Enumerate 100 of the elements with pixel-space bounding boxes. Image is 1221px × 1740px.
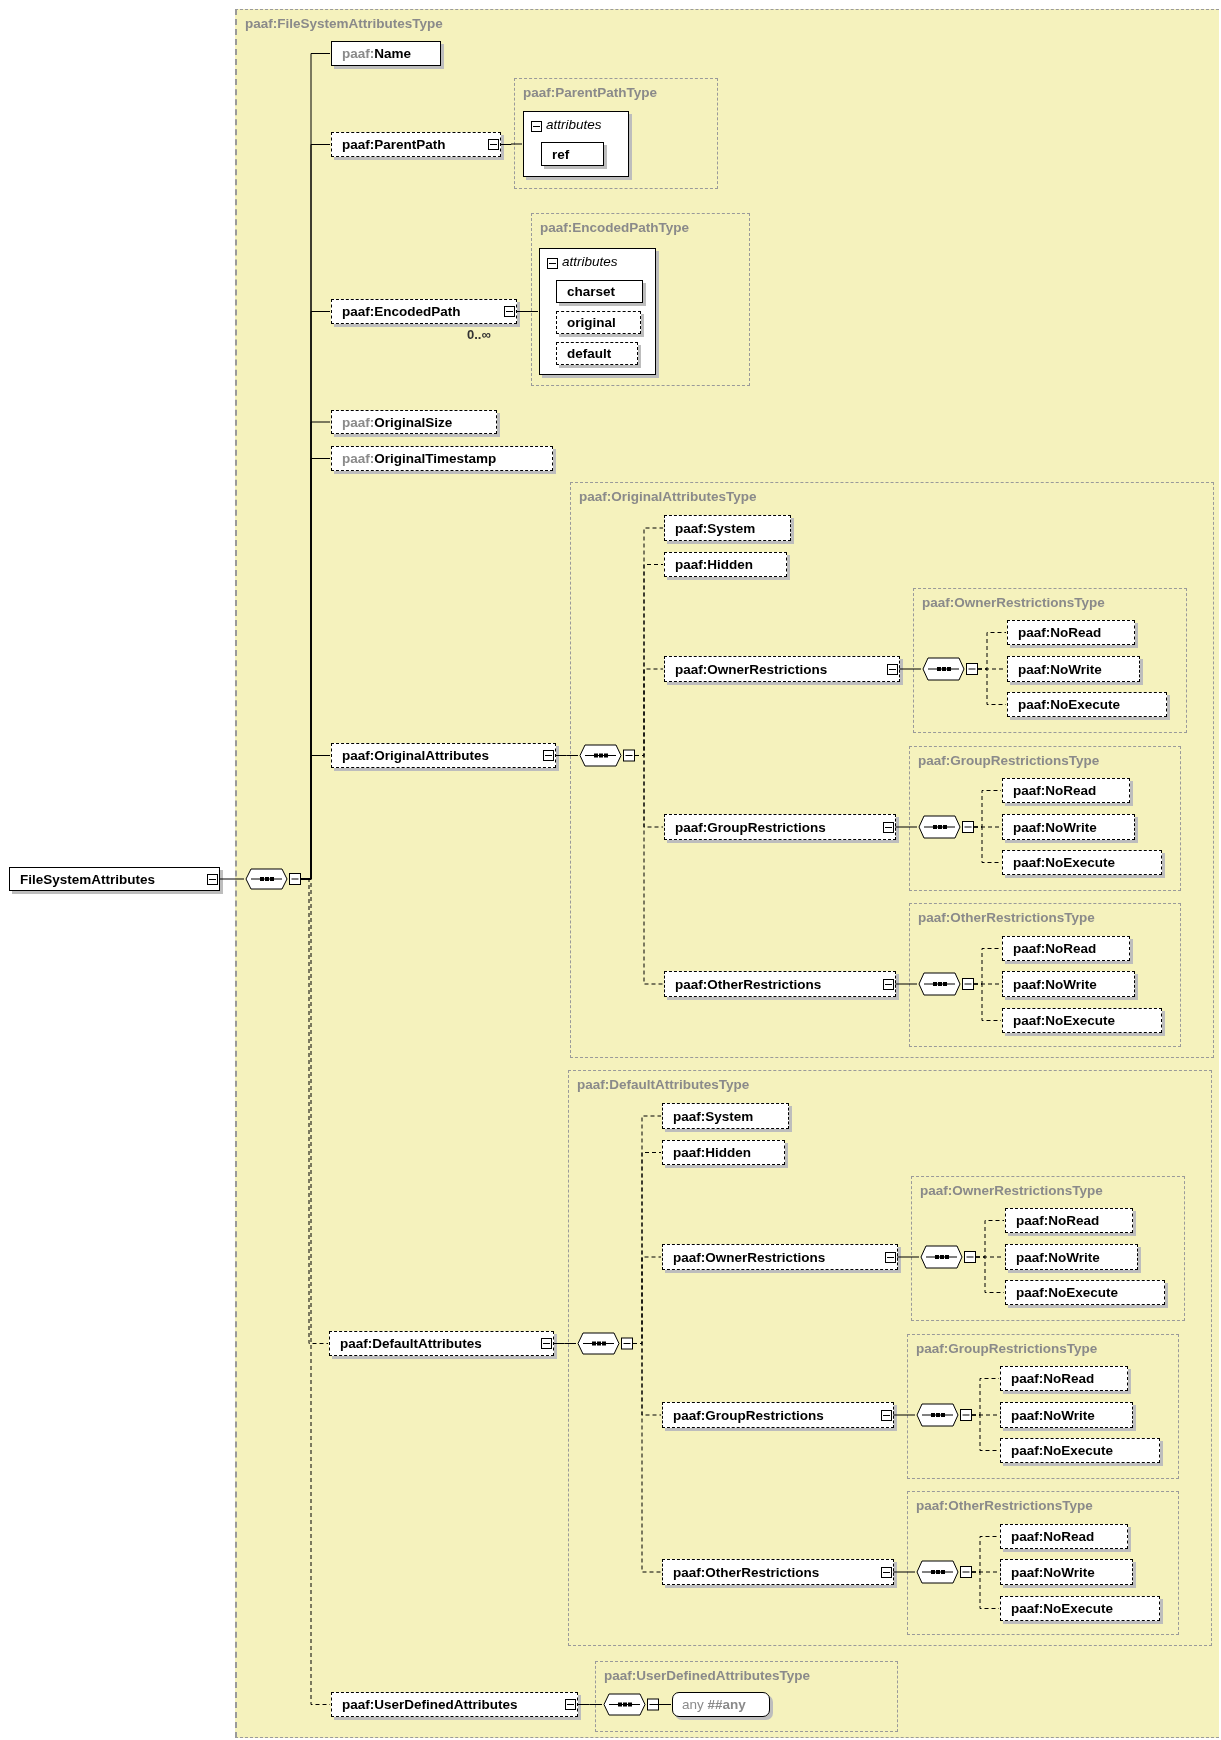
element-name: paaf:NoExecute	[1013, 855, 1116, 870]
element-box	[1007, 620, 1135, 645]
element-box	[1002, 814, 1135, 840]
connector-line	[898, 668, 922, 670]
sequence-compositor	[920, 1244, 977, 1270]
element-name: paaf:DefaultAttributes	[340, 1336, 482, 1351]
element-box	[1005, 1208, 1133, 1233]
element-box	[331, 410, 497, 434]
element-box	[1007, 692, 1167, 717]
element-box	[1002, 971, 1135, 997]
type-group	[907, 1334, 1179, 1479]
connector-line	[896, 1256, 920, 1258]
element-box	[1002, 850, 1162, 875]
element-name: paaf:NoWrite	[1011, 1564, 1095, 1580]
type-group	[909, 903, 1181, 1047]
connector-line	[894, 983, 918, 985]
wildcard-box	[672, 1692, 770, 1717]
element-box	[329, 1331, 554, 1356]
element-box	[331, 299, 517, 324]
element-name: paaf:OriginalTimestamp	[342, 451, 497, 466]
connector-line	[552, 1343, 577, 1344]
element-box	[664, 814, 896, 840]
element-name: paaf:NoWrite	[1013, 976, 1097, 992]
element-name: paaf:NoExecute	[1013, 1013, 1116, 1028]
element-name: paaf:NoRead	[1011, 1371, 1095, 1386]
element-name: paaf:NoExecute	[1016, 1285, 1119, 1300]
element-name: paaf:OtherRestrictions	[675, 976, 822, 992]
element-box	[662, 1103, 789, 1129]
connector-line	[499, 143, 523, 145]
element-box	[1000, 1596, 1160, 1621]
element-name: paaf:OwnerRestrictions	[675, 661, 828, 677]
element-name: paaf:OtherRestrictions	[673, 1564, 820, 1580]
type-name: paaf:OtherRestrictionsType	[918, 910, 1095, 925]
connector-line	[554, 755, 579, 756]
type-group	[913, 588, 1187, 733]
attribute-name: charset	[567, 284, 616, 299]
element-box	[664, 971, 896, 997]
type-group	[909, 746, 1181, 891]
element-box	[1000, 1559, 1133, 1585]
element-name: paaf:NoExecute	[1011, 1601, 1114, 1616]
type-name: paaf:GroupRestrictionsType	[918, 753, 1100, 768]
sequence-compositor	[579, 743, 636, 768]
sequence-compositor	[918, 814, 975, 840]
element-name: paaf:NoRead	[1018, 625, 1102, 640]
element-box	[331, 446, 553, 471]
attribute-box	[556, 342, 638, 365]
element-name: paaf:UserDefinedAttributes	[342, 1697, 518, 1712]
sequence-compositor	[916, 1559, 973, 1585]
type-name: paaf:ParentPathType	[523, 85, 658, 100]
element-box	[331, 743, 556, 768]
type-name: paaf:OriginalAttributesType	[579, 489, 757, 504]
type-name: paaf:FileSystemAttributesType	[245, 16, 443, 31]
element-box	[1002, 1008, 1162, 1033]
element-box	[1002, 778, 1130, 803]
element-box	[1005, 1280, 1165, 1305]
attributes-heading: attributes	[562, 254, 618, 269]
type-name: paaf:OtherRestrictionsType	[916, 1498, 1093, 1513]
element-name: paaf:GroupRestrictions	[675, 819, 826, 835]
connector-line	[515, 311, 539, 312]
element-box	[662, 1402, 894, 1428]
type-group	[570, 482, 1214, 1058]
attributes-heading: attributes	[546, 117, 602, 132]
connector-line	[894, 826, 918, 828]
type-group	[568, 1070, 1212, 1646]
sequence-compositor	[577, 1331, 634, 1356]
element-box	[331, 1692, 578, 1717]
element-name: paaf:OriginalAttributes	[342, 748, 489, 763]
element-name: paaf:OriginalSize	[342, 414, 453, 430]
element-name: paaf:GroupRestrictions	[673, 1407, 824, 1423]
element-name: paaf:Hidden	[673, 1145, 751, 1160]
element-name: paaf:NoWrite	[1013, 819, 1097, 835]
type-name: paaf:OwnerRestrictionsType	[920, 1183, 1103, 1198]
element-name: paaf:System	[673, 1108, 754, 1124]
attributes-group	[523, 111, 629, 177]
element-box	[1000, 1524, 1128, 1549]
type-group	[235, 9, 1219, 1738]
element-box	[1000, 1366, 1128, 1391]
type-group	[911, 1176, 1185, 1321]
element-name: paaf:Name	[342, 46, 412, 61]
element-name: paaf:NoWrite	[1011, 1407, 1095, 1423]
type-name: paaf:UserDefinedAttributesType	[604, 1668, 811, 1683]
type-group	[531, 213, 750, 386]
element-box	[1005, 1244, 1138, 1270]
element-name: paaf:NoExecute	[1018, 697, 1121, 712]
sequence-compositor	[918, 971, 975, 997]
element-name: paaf:NoExecute	[1011, 1443, 1114, 1458]
element-name: paaf:NoWrite	[1016, 1249, 1100, 1265]
connector-line	[971, 1414, 1000, 1451]
element-name: paaf:NoRead	[1013, 783, 1097, 798]
element-box	[664, 656, 900, 682]
occurrence-label: 0..∞	[467, 327, 491, 342]
connector-line	[973, 826, 1002, 863]
attribute-name: default	[567, 346, 612, 361]
connector-line	[576, 1704, 603, 1705]
element-box	[662, 1244, 898, 1270]
wildcard-label: any ##any	[682, 1697, 746, 1712]
connector-line	[892, 1571, 916, 1573]
type-name: paaf:EncodedPathType	[540, 220, 690, 235]
element-box	[664, 515, 791, 541]
element-name: paaf:Hidden	[675, 557, 753, 572]
